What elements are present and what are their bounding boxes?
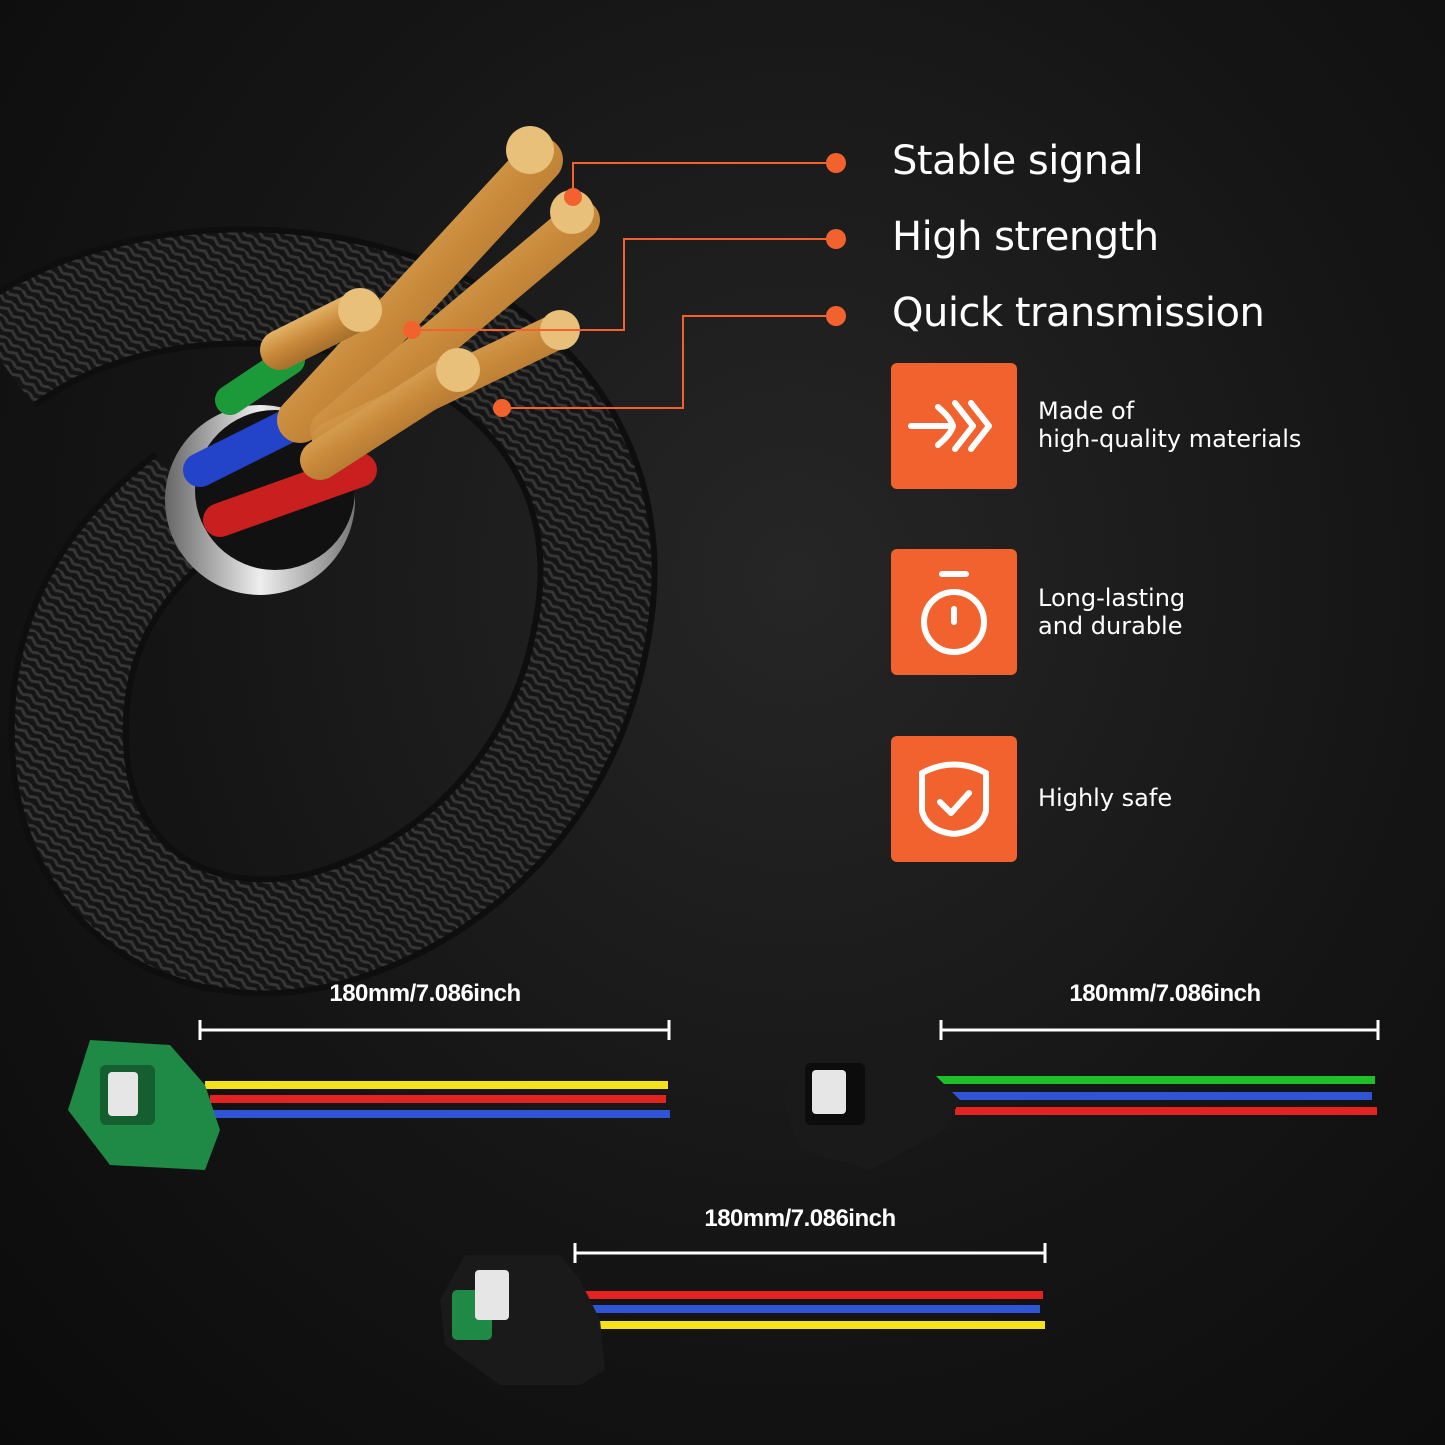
fast-forward-arrow-icon [908,400,992,452]
feature-quick-transmission: Quick transmission [892,290,1265,336]
feature-stable-signal: Stable signal [892,138,1144,184]
harness-black-connector-a [782,1040,1377,1170]
stopwatch-icon [921,571,987,655]
harness-black-connector-b [440,1255,1045,1385]
feature-high-strength: High strength [892,214,1159,260]
measure-bars [198,1020,1380,1263]
harness-green-connector [68,1040,670,1170]
callout-dots [403,153,846,417]
badge-safe-text: Highly safe [1038,784,1173,812]
badge-durable-text: Long-lasting and durable [1038,584,1186,640]
braided-cable [0,226,658,997]
callout-lines [412,162,836,409]
badge-materials-text: Made of high-quality materials [1038,397,1302,453]
harness-2-length: 180mm/7.086inch [1069,980,1261,1007]
shield-check-icon [919,761,989,837]
harness-1-length: 180mm/7.086inch [329,980,521,1007]
badge-durable [891,549,1017,675]
harness-3-length: 180mm/7.086inch [704,1205,896,1232]
badge-materials [891,363,1017,489]
copper-strands [260,126,600,480]
badge-safe [891,736,1017,862]
